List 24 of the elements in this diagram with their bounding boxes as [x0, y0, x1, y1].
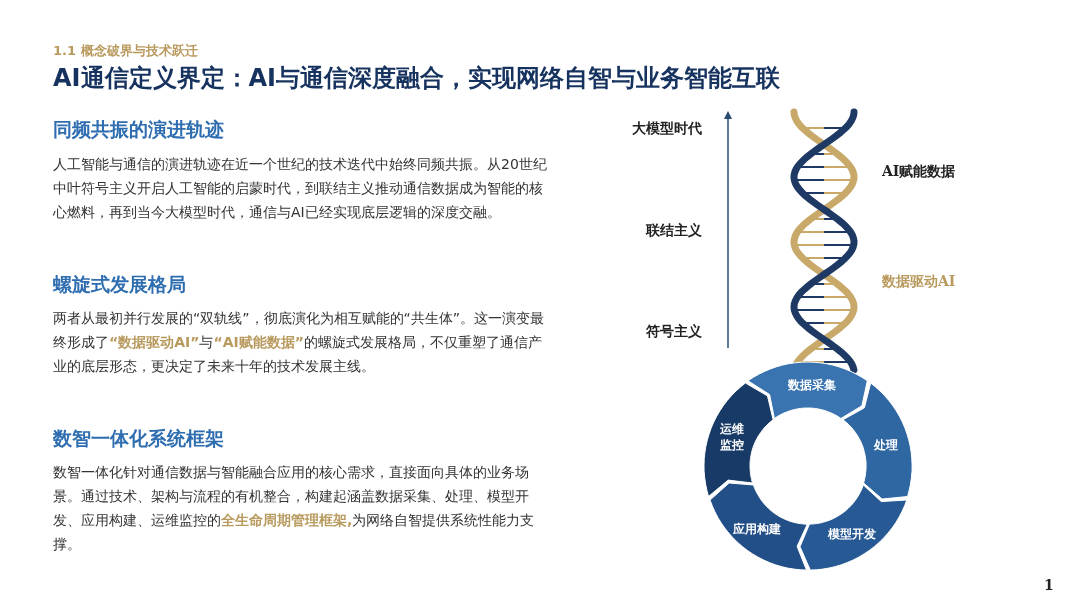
helix-label: AI赋能数据 [882, 163, 956, 181]
section-heading: 数智一体化系统框架 [53, 426, 224, 451]
segment-label: 数据采集 [788, 377, 837, 394]
cycle-segment [709, 482, 807, 570]
page-number: 1 [1044, 577, 1054, 593]
segment-label: 应用构建 [733, 520, 781, 537]
section-number: 1.1 概念破界与技术跃迁 [53, 42, 198, 60]
paragraph: 人工智能与通信的演进轨迹在近一个世纪的技术迭代中始终同频共振。从20世纪中叶符号主义开启人工智能的启蒙时代，到联结主义推动通信数据成为智能的核心燃料，再到当今大模型时代，通信与AI已经实现底层逻辑的深度交融。 [53, 155, 548, 222]
timeline-label: 联结主义 [646, 222, 702, 240]
segment-label: 模型开发 [828, 525, 877, 542]
timeline-label: 大模型时代 [632, 120, 702, 138]
section-heading: 同频共振的演进轨迹 [53, 117, 224, 142]
cycle-segment [748, 362, 868, 419]
segment-label: 运维监控 [719, 420, 746, 453]
section-heading: 螺旋式发展格局 [53, 272, 186, 297]
cycle-segment [842, 382, 912, 499]
timeline-label: 符号主义 [646, 323, 702, 341]
paragraph: 两者从最初并行发展的“双轨线”，彻底演化为相互赋能的“共生体”。这一演变最终形成了“数据驱动AI”与“AI赋能数据”的螺旋式发展格局，不仅重塑了通信产业的底层形态，更决定了未来十年的技术发展主线。 [53, 309, 545, 376]
paragraph: 数智一体化针对通信数据与智能融合应用的核心需求，直接面向具体的业务场景。通过技术、架构与流程的有机整合，构建起涵盖数据采集、处理、模型开发、应用构建、运维监控的全生命周期管理框架,为网络自智提供系统性能力支撑。 [53, 463, 536, 554]
cycle-segment [799, 484, 907, 570]
slide-title: AI通信定义界定：AI与通信深度融合，实现网络自智与业务智能互联 [53, 63, 780, 94]
helix-label: 数据驱动AI [882, 273, 956, 291]
segment-label: 处理 [874, 437, 899, 454]
cycle-segment [704, 382, 774, 497]
